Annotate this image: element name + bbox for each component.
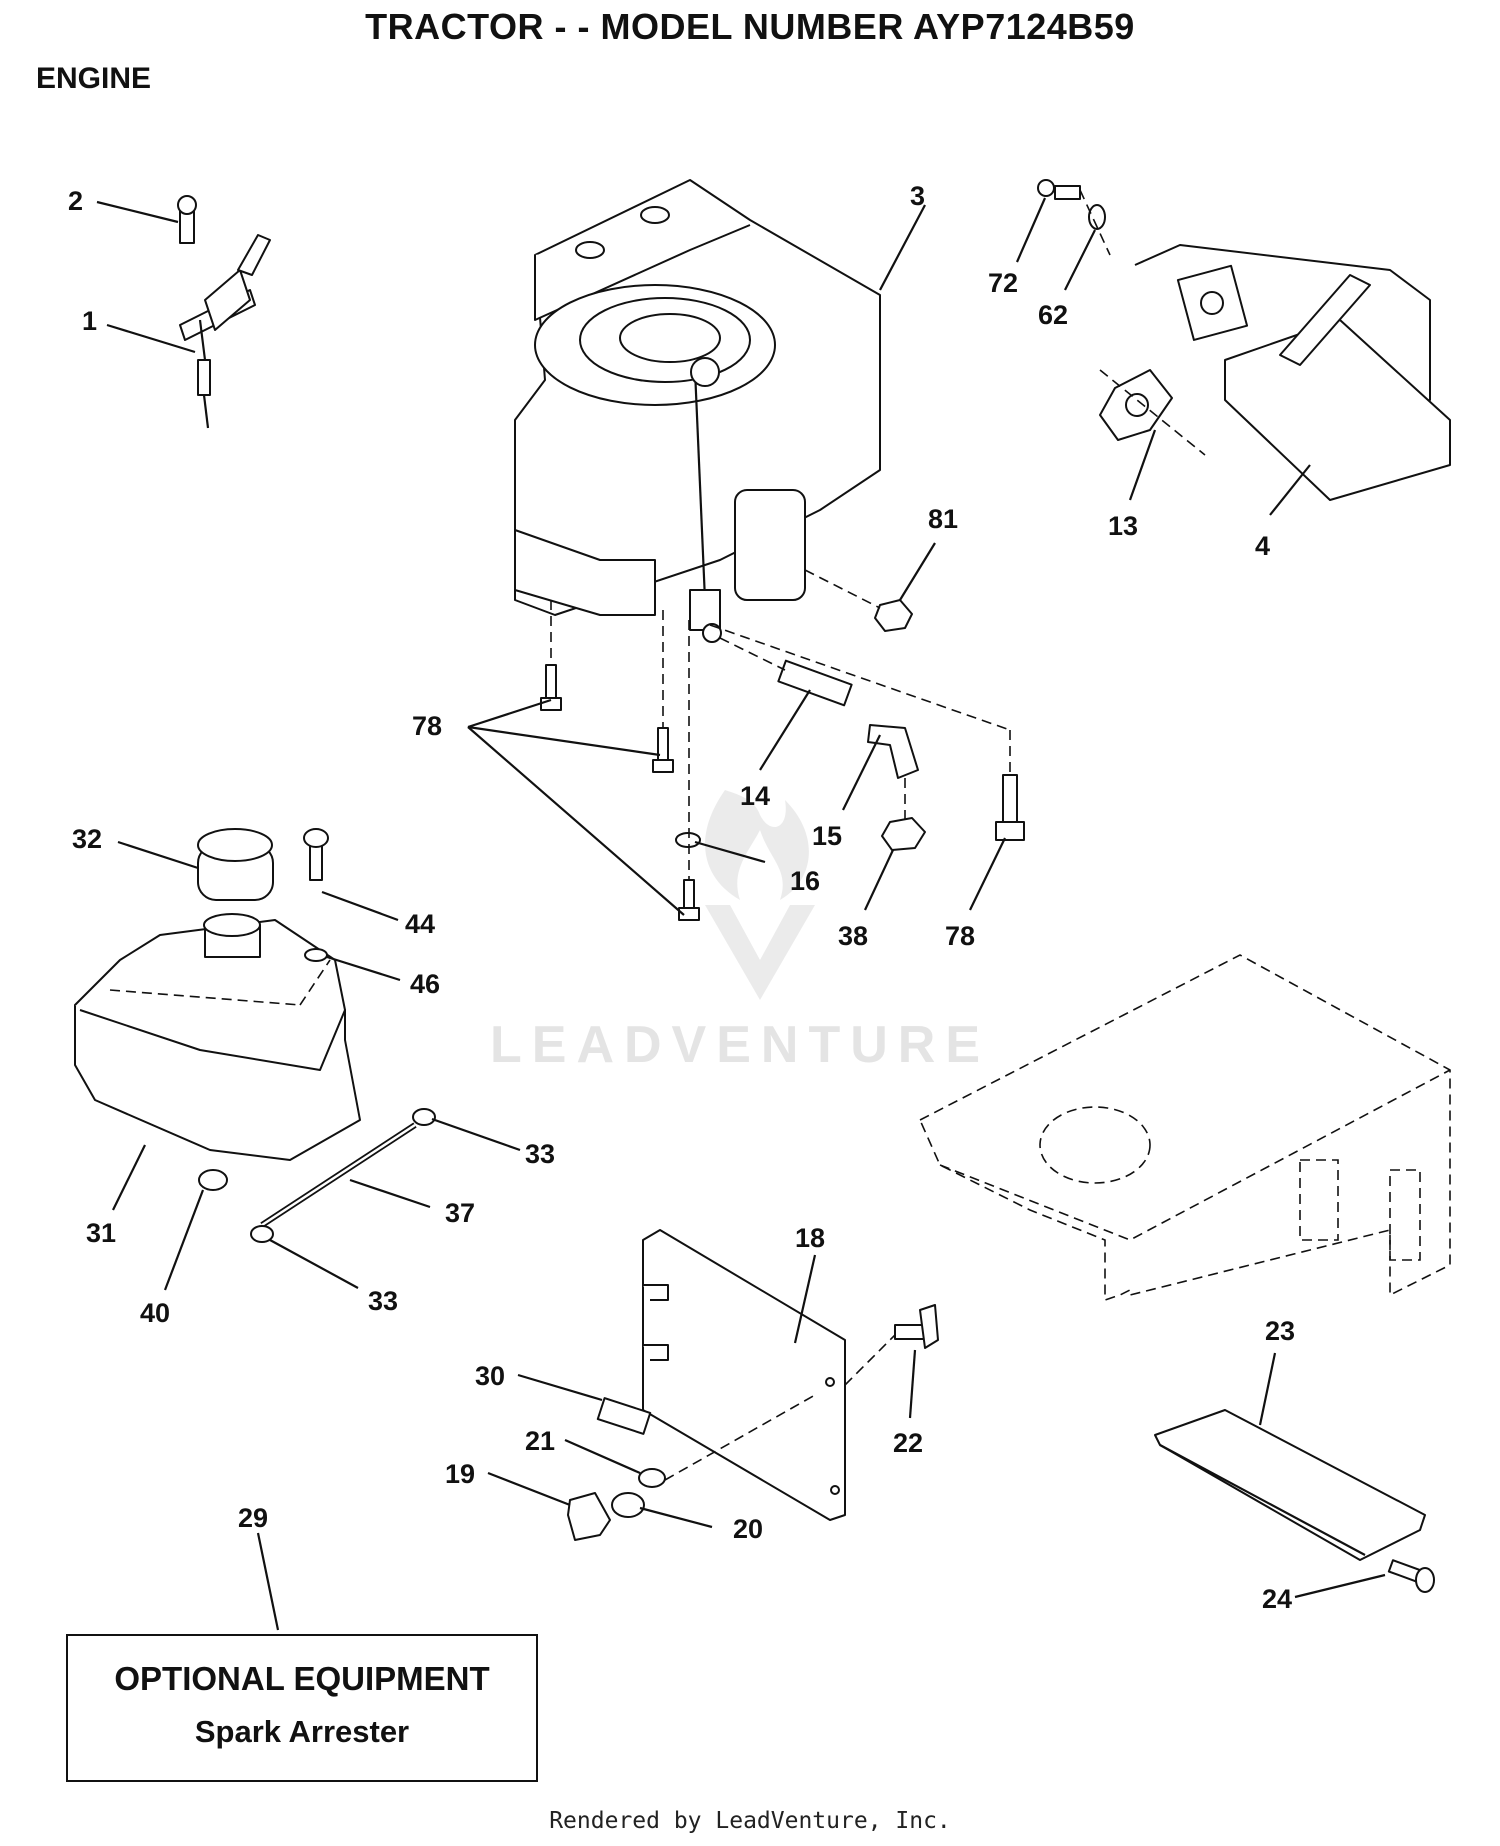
part-screw-44 bbox=[303, 828, 329, 881]
part-bolts-78 bbox=[540, 664, 1025, 921]
callout-22: 22 bbox=[893, 1428, 923, 1458]
callout-72: 72 bbox=[988, 268, 1018, 298]
part-wing-bolt-22 bbox=[894, 1304, 939, 1349]
part-nut-81 bbox=[874, 599, 913, 632]
part-fuel-cap bbox=[197, 828, 274, 901]
callout-32: 32 bbox=[72, 824, 102, 854]
part-washer-21 bbox=[638, 1468, 666, 1488]
callout-40: 40 bbox=[140, 1298, 170, 1328]
part-cap-38 bbox=[881, 817, 926, 851]
part-bolt-72 bbox=[1037, 179, 1081, 200]
callout-20: 20 bbox=[733, 1514, 763, 1544]
callout-21: 21 bbox=[525, 1426, 555, 1456]
part-gasket-13 bbox=[1099, 369, 1173, 441]
part-bumper-30 bbox=[596, 1397, 652, 1435]
part-washer-62 bbox=[1088, 204, 1106, 230]
optional-equipment-item: Spark Arrester bbox=[194, 1714, 410, 1749]
part-plate-23 bbox=[1154, 1409, 1426, 1561]
callout-14: 14 bbox=[740, 781, 770, 811]
callout-37: 37 bbox=[445, 1198, 475, 1228]
callout-24: 24 bbox=[1262, 1584, 1292, 1614]
part-clip-19 bbox=[567, 1492, 611, 1541]
part-spacer-20 bbox=[611, 1492, 645, 1518]
part-engine bbox=[514, 179, 881, 643]
part-grommet-40 bbox=[198, 1169, 228, 1191]
footer-credit: Rendered by LeadVenture, Inc. bbox=[549, 1808, 951, 1834]
callout-23: 23 bbox=[1265, 1316, 1295, 1346]
callout-16: 16 bbox=[790, 866, 820, 896]
page-title: TRACTOR - - MODEL NUMBER AYP7124B59 bbox=[365, 6, 1135, 47]
callout-29: 29 bbox=[238, 1503, 268, 1533]
callout-78-left: 78 bbox=[412, 711, 442, 741]
callout-19: 19 bbox=[445, 1459, 475, 1489]
callout-38: 38 bbox=[838, 921, 868, 951]
section-title: ENGINE bbox=[36, 62, 152, 95]
callout-13: 13 bbox=[1108, 511, 1138, 541]
shield-assembly-lines bbox=[664, 1334, 896, 1481]
callout-81: 81 bbox=[928, 504, 958, 534]
engine-assembly-lines bbox=[550, 189, 1206, 880]
callout-4: 4 bbox=[1255, 531, 1270, 561]
callout-78-right: 78 bbox=[945, 921, 975, 951]
callout-33-lower: 33 bbox=[368, 1286, 398, 1316]
optional-equipment-title: OPTIONAL EQUIPMENT bbox=[114, 1660, 490, 1697]
optional-equipment-box: OPTIONAL EQUIPMENT Spark Arrester bbox=[66, 1634, 538, 1782]
watermark-text: LEADVENTURE bbox=[490, 1016, 990, 1074]
callout-30: 30 bbox=[475, 1361, 505, 1391]
part-pipe-14 bbox=[777, 659, 853, 707]
part-clamp-33-upper bbox=[412, 1108, 436, 1126]
callout-46: 46 bbox=[410, 969, 440, 999]
callout-62: 62 bbox=[1038, 300, 1068, 330]
callout-2: 2 bbox=[68, 186, 83, 216]
part-elbow-15 bbox=[867, 724, 919, 779]
callout-18: 18 bbox=[795, 1223, 825, 1253]
leader-lines bbox=[96, 197, 1386, 1631]
watermark-flame-logo bbox=[705, 790, 815, 1000]
tractor-frame-reference bbox=[918, 954, 1451, 1302]
part-washer-16 bbox=[675, 832, 701, 848]
part-fuel-tank bbox=[74, 913, 361, 1161]
callout-3: 3 bbox=[910, 181, 925, 211]
callout-15: 15 bbox=[812, 821, 842, 851]
callout-1: 1 bbox=[82, 306, 97, 336]
part-washer-46 bbox=[304, 948, 328, 962]
callout-44: 44 bbox=[405, 909, 435, 939]
part-throttle-control bbox=[177, 195, 271, 429]
part-muffler bbox=[1134, 244, 1451, 501]
part-shield-18 bbox=[642, 1229, 846, 1521]
callout-33-upper: 33 bbox=[525, 1139, 555, 1169]
part-clamp-33-lower bbox=[250, 1225, 274, 1243]
callout-31: 31 bbox=[86, 1218, 116, 1248]
part-screw-24 bbox=[1387, 1559, 1435, 1593]
